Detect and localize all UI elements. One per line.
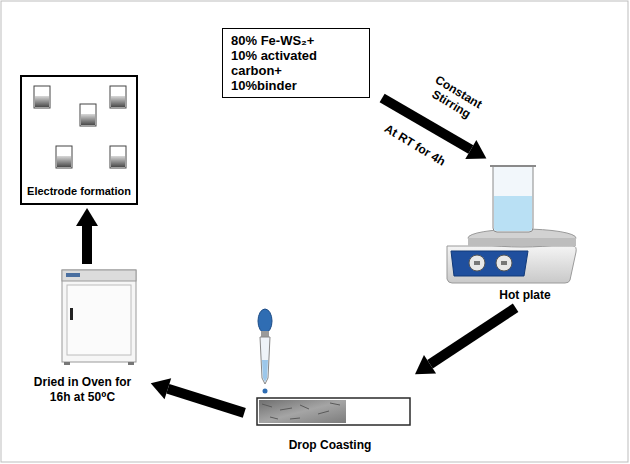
process-arrow [415, 308, 516, 374]
vials-illustration [34, 86, 126, 168]
oven-step: Dried in Oven for 16h at 50⁰C [20, 268, 145, 408]
electrode-box: Electrode formation [20, 75, 138, 205]
arrow-head [465, 140, 486, 159]
step-label: Dried in Oven for 16h at 50⁰C [33, 375, 133, 405]
hotplate-illustration [447, 166, 576, 283]
arrow-shaft [168, 389, 244, 413]
oven-illustration [62, 270, 136, 365]
process-arrow [151, 378, 245, 413]
condition-label: At RT for 4h [373, 116, 457, 174]
process-arrow [76, 208, 98, 264]
drop-coating-step: Drop Coasting [250, 300, 410, 455]
step-label: 80% Fe-WS₂+ 10% activated carbon+ 10%bin… [231, 33, 343, 93]
arrow-head [76, 208, 98, 226]
arrow-head [415, 355, 436, 374]
step-label: Hot plate [499, 288, 550, 302]
arrow-shaft [82, 226, 92, 264]
arrow-head [151, 378, 171, 399]
coated-substrate [257, 398, 410, 425]
composition-box: 80% Fe-WS₂+ 10% activated carbon+ 10%bin… [222, 28, 370, 98]
arrow-shaft [430, 308, 516, 365]
hotplate-step: Hot plate [440, 160, 580, 305]
arrow-label: Constant Stirring [420, 70, 489, 127]
step-label: Drop Coasting [289, 438, 372, 452]
step-label: Electrode formation [27, 185, 131, 198]
dropper-illustration [258, 309, 272, 394]
